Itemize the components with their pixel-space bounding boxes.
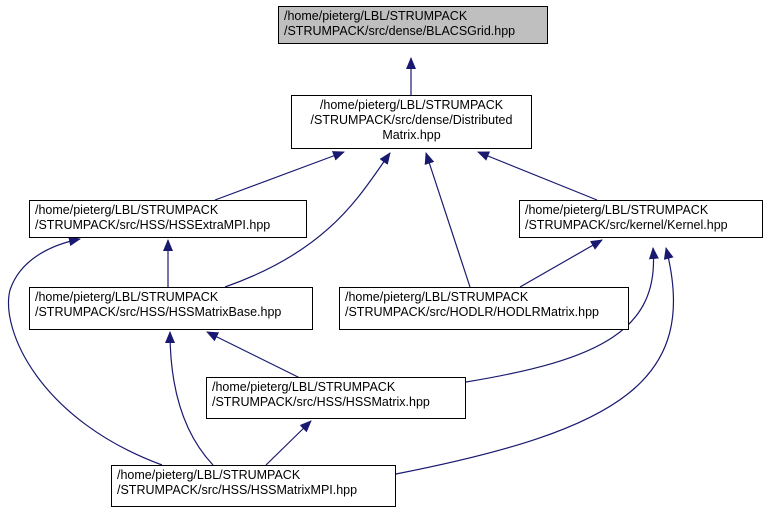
node-line: /STRUMPACK/src/dense/BLACSGrid.hpp xyxy=(284,24,516,38)
node-line: /home/pieterg/LBL/STRUMPACK xyxy=(345,290,529,304)
node-hssmatrix[interactable]: /home/pieterg/LBL/STRUMPACK /STRUMPACK/s… xyxy=(206,377,466,419)
node-line: /home/pieterg/LBL/STRUMPACK xyxy=(117,468,301,482)
edge-hssmatmpi-to-kernel xyxy=(395,247,675,475)
edge-kernel-to-distmatrix xyxy=(477,151,598,201)
node-hssextrampi[interactable]: /home/pieterg/LBL/STRUMPACK /STRUMPACK/s… xyxy=(29,200,307,238)
node-line: /home/pieterg/LBL/STRUMPACK xyxy=(35,203,219,217)
node-line: /STRUMPACK/src/HSS/HSSMatrixMPI.hpp xyxy=(117,483,358,497)
node-line: /STRUMPACK/src/HSS/HSSMatrixBase.hpp xyxy=(35,305,282,319)
node-distributed-matrix[interactable]: /home/pieterg/LBL/STRUMPACK /STRUMPACK/s… xyxy=(291,95,532,149)
edge-hssmatbase-to-distmatrix xyxy=(224,152,391,288)
node-kernel[interactable]: /home/pieterg/LBL/STRUMPACK /STRUMPACK/s… xyxy=(519,200,763,238)
node-hssmatrixbase[interactable]: /home/pieterg/LBL/STRUMPACK /STRUMPACK/s… xyxy=(29,287,313,330)
node-line: /STRUMPACK/src/HODLR/HODLRMatrix.hpp xyxy=(345,305,599,319)
node-hssmatrixmpi[interactable]: /home/pieterg/LBL/STRUMPACK /STRUMPACK/s… xyxy=(111,465,396,507)
node-line: /home/pieterg/LBL/STRUMPACK xyxy=(525,203,709,217)
edge-hssmatmpi-to-hssmatrix xyxy=(265,420,312,466)
edge-hssmatrix-to-kernel xyxy=(465,247,659,383)
node-line: /STRUMPACK/src/kernel/Kernel.hpp xyxy=(525,218,728,232)
edge-hssmatmpi-to-hssmatbase xyxy=(165,331,214,466)
edge-hodlr-to-kernel xyxy=(519,239,603,288)
node-line: /STRUMPACK/src/HSS/HSSMatrix.hpp xyxy=(212,395,430,409)
node-line: /STRUMPACK/src/HSS/HSSExtraMPI.hpp xyxy=(35,218,271,232)
edge-hssextrampi-to-distmatrix xyxy=(214,151,345,201)
node-line: /STRUMPACK/src/dense/Distributed xyxy=(310,113,513,127)
node-line: /home/pieterg/LBL/STRUMPACK xyxy=(284,9,468,23)
node-line: /home/pieterg/LBL/STRUMPACK xyxy=(319,98,504,112)
edge-hssmatrix-to-hssmatbase xyxy=(206,331,301,379)
node-blacsgrid[interactable]: /home/pieterg/LBL/STRUMPACK /STRUMPACK/s… xyxy=(278,6,548,44)
node-hodlrmatrix[interactable]: /home/pieterg/LBL/STRUMPACK /STRUMPACK/s… xyxy=(339,287,629,330)
node-line: /home/pieterg/LBL/STRUMPACK xyxy=(212,380,396,394)
edge-hodlr-to-distmatrix xyxy=(424,152,471,288)
node-line: Matrix.hpp xyxy=(382,128,441,142)
node-line: /home/pieterg/LBL/STRUMPACK xyxy=(35,290,219,304)
edge-hssmatmpi-to-hssextrampi xyxy=(7,236,163,466)
